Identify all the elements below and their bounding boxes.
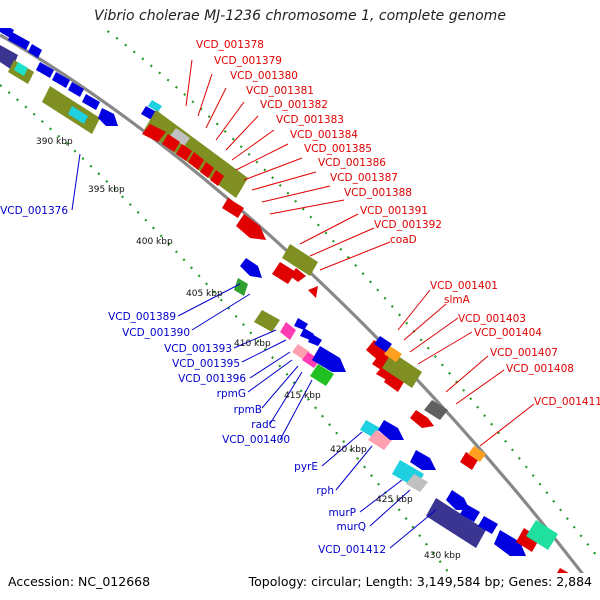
gene-label: VCD_001407 bbox=[490, 347, 558, 359]
gene-label: VCD_001382 bbox=[260, 99, 328, 111]
tick-label: 430 kbp bbox=[424, 551, 461, 561]
tick-label: 410 kbp bbox=[234, 339, 271, 349]
gene-label: VCD_001396 bbox=[178, 373, 246, 385]
gene-label: VCD_001395 bbox=[172, 358, 240, 370]
scale-tick-labels: 390 kbp 395 kbp 400 kbp 405 kbp 410 kbp … bbox=[36, 137, 461, 561]
gene-label: VCD_001412 bbox=[318, 544, 386, 556]
gene-label: VCD_001390 bbox=[122, 327, 190, 339]
gene-label: rph bbox=[316, 485, 334, 497]
tick-label: 395 kbp bbox=[88, 185, 125, 195]
tick-label: 400 kbp bbox=[136, 237, 173, 247]
gene-label: VCD_001403 bbox=[458, 313, 526, 325]
gene-label: VCD_001411 bbox=[534, 396, 600, 408]
gene-label: VCD_001408 bbox=[506, 363, 574, 375]
gene-label: VCD_001393 bbox=[164, 343, 232, 355]
gene-label: pyrE bbox=[294, 461, 318, 473]
gene-label: VCD_001400 bbox=[222, 434, 290, 446]
gene-label: VCD_001383 bbox=[276, 114, 344, 126]
gene-label: VCD_001380 bbox=[230, 70, 298, 82]
gene-label: VCD_001404 bbox=[474, 327, 542, 339]
outer-guide-dotted bbox=[101, 28, 600, 561]
feature-cluster-right bbox=[366, 336, 486, 470]
gene-label: VCD_001388 bbox=[344, 187, 412, 199]
tick-label: 425 kbp bbox=[376, 495, 413, 505]
tick-label: 390 kbp bbox=[36, 137, 73, 147]
inner-guide-dotted bbox=[0, 84, 451, 573]
topology-label: Topology: circular; Length: 3,149,584 bp… bbox=[248, 574, 592, 589]
red-gene-labels: VCD_001378 VCD_001379 VCD_001380 VCD_001… bbox=[196, 39, 600, 408]
tick-label: 415 kbp bbox=[284, 391, 321, 401]
tick-label: 420 kbp bbox=[330, 445, 367, 455]
gene-label: slmA bbox=[444, 294, 471, 306]
gene-label: VCD_001381 bbox=[246, 85, 314, 97]
gene-label: coaD bbox=[390, 234, 417, 246]
gene-label: VCD_001376 bbox=[0, 205, 68, 217]
gene-label: VCD_001384 bbox=[290, 129, 358, 141]
tick-label: 405 kbp bbox=[186, 289, 223, 299]
gene-label: VCD_001378 bbox=[196, 39, 264, 51]
gene-label: VCD_001401 bbox=[430, 280, 498, 292]
gene-label: VCD_001379 bbox=[214, 55, 282, 67]
gene-label: VCD_001392 bbox=[374, 219, 442, 231]
callout-lines bbox=[185, 59, 535, 447]
feature-cluster-red-run bbox=[141, 100, 266, 240]
gene-label: VCD_001391 bbox=[360, 205, 428, 217]
feature-cluster-middle bbox=[234, 244, 346, 386]
map-title: Vibrio cholerae MJ-1236 chromosome 1, co… bbox=[94, 8, 506, 24]
callout-lines-blue bbox=[71, 153, 437, 549]
gene-label: rpmG bbox=[217, 388, 246, 400]
gene-label: murP bbox=[328, 507, 356, 519]
blue-gene-labels: VCD_001376 VCD_001389 VCD_001390 VCD_001… bbox=[0, 205, 386, 556]
gene-label: radC bbox=[251, 419, 276, 431]
gene-label: VCD_001385 bbox=[304, 143, 372, 155]
gene-label: rpmB bbox=[234, 404, 262, 416]
gene-label: VCD_001387 bbox=[330, 172, 398, 184]
feature-cluster-top-left bbox=[0, 28, 118, 134]
gene-label: VCD_001389 bbox=[108, 311, 176, 323]
accession-label: Accession: NC_012668 bbox=[8, 574, 151, 589]
gene-label: VCD_001386 bbox=[318, 157, 386, 169]
feature-cluster-lower bbox=[360, 420, 569, 573]
gene-label: murQ bbox=[337, 521, 366, 533]
